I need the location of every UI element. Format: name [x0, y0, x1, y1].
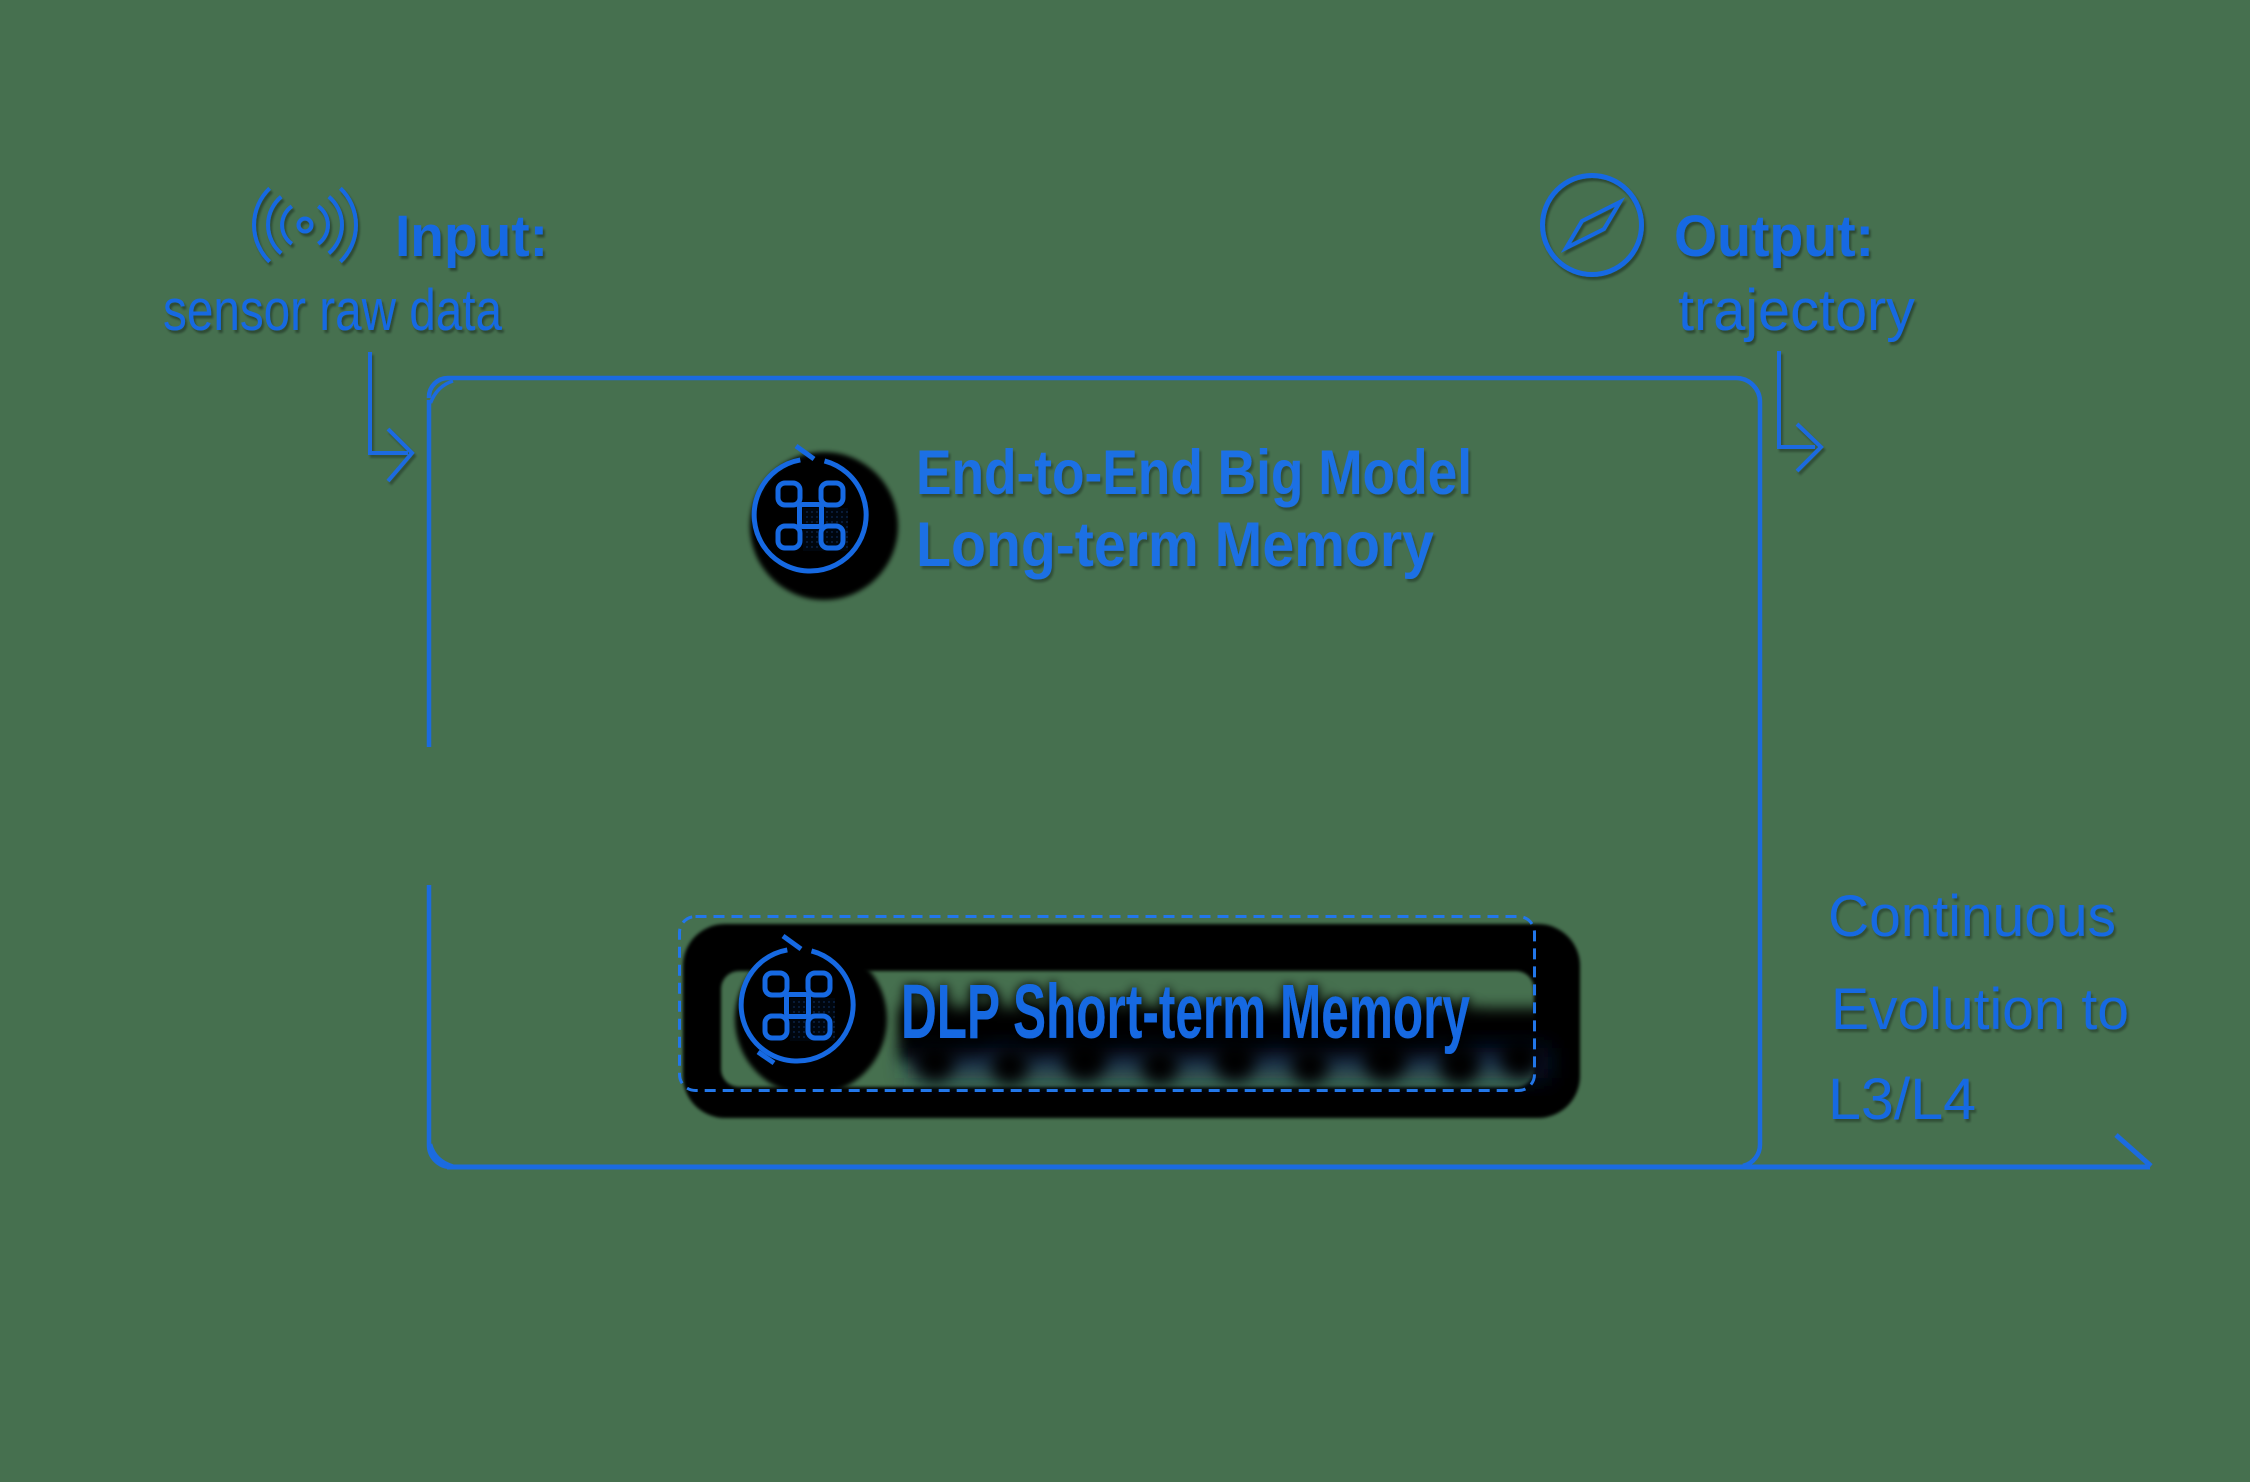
svg-text:sensor raw data: sensor raw data [163, 278, 503, 343]
svg-text:DLP Short-term Memory: DLP Short-term Memory [901, 969, 1470, 1055]
svg-text:Output:: Output: [1674, 204, 1874, 269]
svg-text:Long-term Memory: Long-term Memory [916, 510, 1434, 580]
svg-text:L3/L4: L3/L4 [1828, 1067, 1976, 1132]
svg-text:Input:: Input: [395, 204, 548, 269]
svg-text:Continuous: Continuous [1828, 884, 2116, 949]
svg-text:trajectory: trajectory [1678, 278, 1915, 343]
svg-text:End-to-End Big Model: End-to-End Big Model [916, 438, 1472, 508]
svg-text:Evolution to: Evolution to [1831, 977, 2129, 1042]
